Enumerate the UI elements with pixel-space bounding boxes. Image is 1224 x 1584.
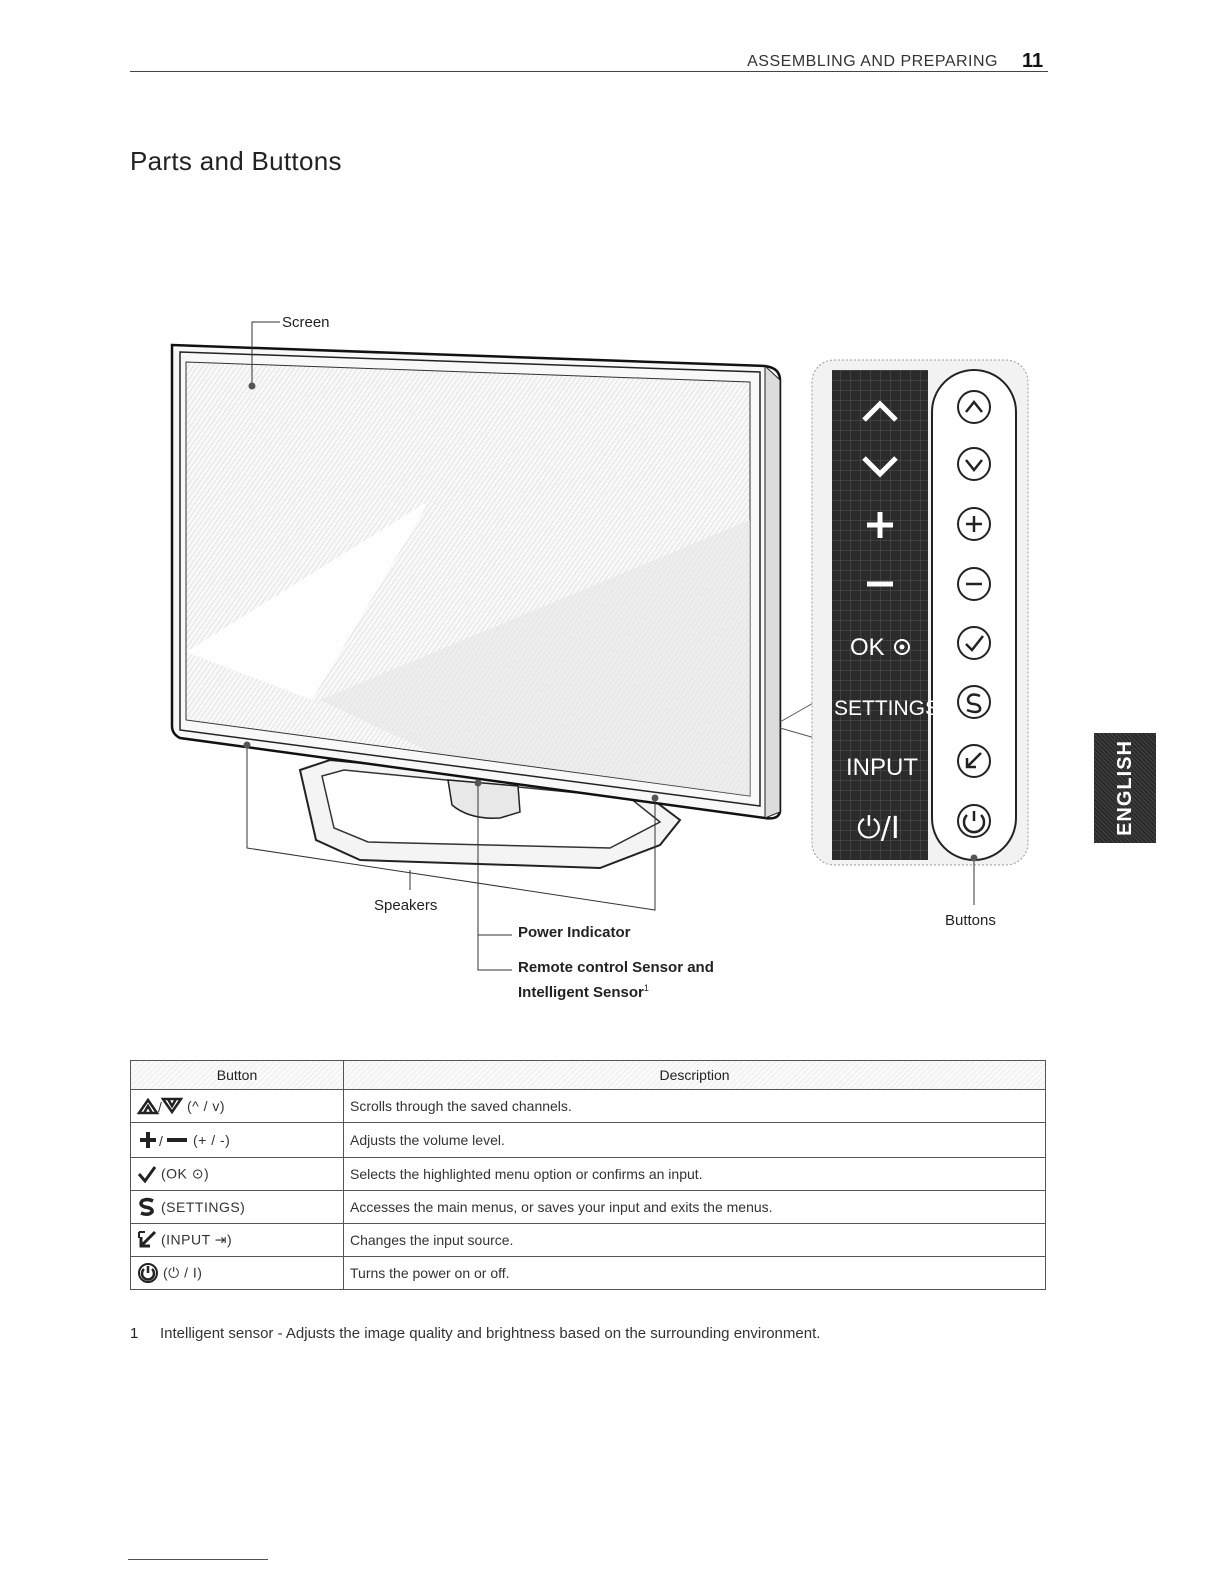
input-icon xyxy=(138,1230,157,1248)
check-icon xyxy=(137,1166,157,1184)
panel-ok-label: OK xyxy=(850,634,885,661)
button-text: (SETTINGS) xyxy=(161,1199,246,1215)
button-cell: / (+ / -) xyxy=(130,1122,344,1158)
button-cell: (OK ⊙) xyxy=(130,1157,344,1191)
button-table: Button Description / (^ / v) Scrolls thr… xyxy=(130,1060,1046,1290)
footnote-number: 1 xyxy=(130,1325,139,1342)
tv-stand xyxy=(298,758,682,870)
header-section-title: ASSEMBLING AND PREPARING xyxy=(747,53,998,70)
label-speakers: Speakers xyxy=(374,897,438,914)
tv-diagram: OK SETTINGS INPUT ⏻/I xyxy=(170,321,1029,971)
panel-power-label: ⏻/I xyxy=(857,811,900,846)
down-button-icon xyxy=(957,447,991,481)
table-row: / (^ / v) Scrolls through the saved chan… xyxy=(130,1089,1046,1123)
footnote-ref: 1 xyxy=(643,983,649,993)
description-cell: Accesses the main menus, or saves your i… xyxy=(343,1190,1046,1224)
label-power-indicator: Power Indicator xyxy=(518,924,631,941)
svg-text:/: / xyxy=(159,1133,163,1149)
plus-minus-icon: / xyxy=(140,1132,187,1149)
table-row: / (+ / -) Adjusts the volume level. xyxy=(130,1122,1046,1158)
up-button-icon xyxy=(957,390,991,424)
button-text: (+ / -) xyxy=(193,1132,231,1148)
label-remote-sensor: Remote control Sensor and xyxy=(518,959,714,976)
panel-ok-dot-icon xyxy=(894,639,910,655)
label-screen: Screen xyxy=(282,314,330,331)
button-cell: (SETTINGS) xyxy=(130,1190,344,1224)
label-buttons: Buttons xyxy=(945,912,996,929)
panel-input-label: INPUT xyxy=(846,754,918,781)
label-intelligent-sensor-text: Intelligent Sensor xyxy=(518,984,644,1001)
description-cell: Selects the highlighted menu option or c… xyxy=(343,1157,1046,1191)
button-text: (INPUT ⇥) xyxy=(161,1231,233,1248)
page-number: 11 xyxy=(1022,50,1044,72)
ok-button-icon xyxy=(957,626,991,660)
settings-s-icon xyxy=(139,1197,154,1217)
footnote-text: Intelligent sensor - Adjusts the image q… xyxy=(160,1325,821,1342)
description-cell: Adjusts the volume level. xyxy=(343,1122,1046,1158)
button-text: (OK ⊙) xyxy=(161,1165,210,1182)
power-icon xyxy=(138,1263,158,1283)
page-title: Parts and Buttons xyxy=(130,146,342,176)
language-tab: ENGLISH xyxy=(1094,733,1156,843)
button-text: (⏻ / I) xyxy=(163,1264,203,1281)
description-cell: Turns the power on or off. xyxy=(343,1256,1046,1290)
table-row: (INPUT ⇥) Changes the input source. xyxy=(130,1223,1046,1257)
up-down-icon: / xyxy=(137,1097,183,1115)
table-row: (⏻ / I) Turns the power on or off. xyxy=(130,1256,1046,1290)
table-row: (OK ⊙) Selects the highlighted menu opti… xyxy=(130,1157,1046,1191)
button-cell: (INPUT ⇥) xyxy=(130,1223,344,1257)
button-text: (^ / v) xyxy=(187,1098,226,1114)
leader-line xyxy=(779,701,816,723)
tv-body xyxy=(170,343,782,820)
description-cell: Changes the input source. xyxy=(343,1223,1046,1257)
header-rule xyxy=(130,71,1048,72)
settings-button-icon xyxy=(957,685,991,719)
bottom-rule xyxy=(128,1559,268,1560)
panel-settings-label: SETTINGS xyxy=(834,697,939,720)
description-cell: Scrolls through the saved channels. xyxy=(343,1089,1046,1123)
svg-text:/: / xyxy=(158,1099,162,1115)
table-row: (SETTINGS) Accesses the main menus, or s… xyxy=(130,1190,1046,1224)
panel-ok-dot-center xyxy=(899,644,905,650)
label-intelligent-sensor: Intelligent Sensor1 xyxy=(518,983,649,1001)
leader-line xyxy=(779,727,816,739)
button-panel-closeup xyxy=(811,359,1029,866)
header-button: Button xyxy=(130,1060,344,1090)
table-header-row: Button Description xyxy=(130,1060,1046,1090)
button-cell: (⏻ / I) xyxy=(130,1256,344,1290)
button-cell: / (^ / v) xyxy=(130,1089,344,1123)
header-description: Description xyxy=(343,1060,1046,1090)
